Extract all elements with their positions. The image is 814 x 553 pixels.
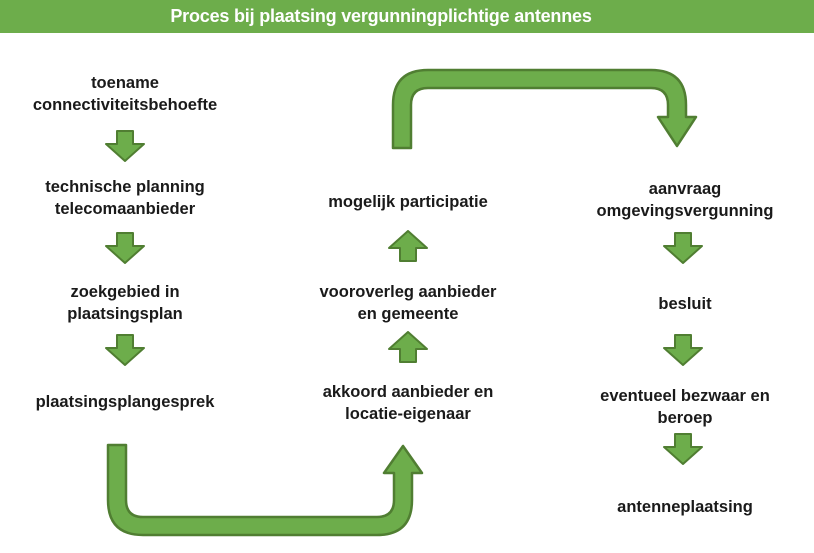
- step-text-line: locatie-eigenaar: [345, 405, 471, 423]
- step-text-line: zoekgebied in: [70, 283, 180, 301]
- arrow-down-icon: [105, 232, 145, 264]
- elbow-arrow-top-icon: [391, 68, 698, 150]
- arrow-down-icon: [663, 232, 703, 264]
- step-text-line: en gemeente: [357, 305, 459, 323]
- step-technische-planning: technische planning telecomaanbieder: [15, 176, 235, 220]
- arrow-down-icon: [105, 334, 145, 366]
- step-eventueel-bezwaar-beroep: eventueel bezwaar en beroep: [575, 385, 795, 429]
- elbow-arrow-bottom-icon: [106, 443, 424, 537]
- step-text-line: aanvraag: [648, 180, 722, 198]
- arrow-down-icon: [663, 334, 703, 366]
- step-aanvraag-omgevingsvergunning: aanvraag omgevingsvergunning: [575, 178, 795, 222]
- step-akkoord-aanbieder-locatie-eigenaar: akkoord aanbieder en locatie-eigenaar: [298, 381, 518, 425]
- step-text-line: toename: [91, 74, 159, 92]
- step-text-line: mogelijk participatie: [328, 193, 488, 211]
- arrow-down-icon: [663, 433, 703, 465]
- arrow-up-icon: [388, 331, 428, 363]
- step-text-line: telecomaanbieder: [54, 200, 196, 218]
- arrow-up-icon: [388, 230, 428, 262]
- step-text-line: besluit: [658, 295, 712, 313]
- step-text-line: akkoord aanbieder en: [322, 383, 494, 401]
- step-text-line: antenneplaatsing: [617, 498, 753, 516]
- page-title: Proces bij plaatsing vergunningplichtige…: [170, 6, 592, 26]
- step-mogelijk-participatie: mogelijk participatie: [298, 191, 518, 213]
- step-zoekgebied-plaatsingsplan: zoekgebied in plaatsingsplan: [15, 281, 235, 325]
- step-toename-connectiviteitsbehoefte: toename connectiviteitsbehoefte: [15, 72, 235, 116]
- step-text-line: omgevingsvergunning: [596, 202, 774, 220]
- step-besluit: besluit: [575, 293, 795, 315]
- step-text-line: plaatsingsplan: [67, 305, 183, 323]
- step-plaatsingsplangesprek: plaatsingsplangesprek: [15, 391, 235, 413]
- title-bar: Proces bij plaatsing vergunningplichtige…: [0, 0, 814, 33]
- step-text-line: technische planning: [45, 178, 205, 196]
- step-text-line: plaatsingsplangesprek: [35, 393, 215, 411]
- step-antenneplaatsing: antenneplaatsing: [575, 496, 795, 518]
- step-text-line: beroep: [657, 409, 713, 427]
- step-text-line: connectiviteitsbehoefte: [32, 96, 218, 114]
- step-vooroverleg-aanbieder-gemeente: vooroverleg aanbieder en gemeente: [298, 281, 518, 325]
- step-text-line: vooroverleg aanbieder: [319, 283, 497, 301]
- arrow-down-icon: [105, 130, 145, 162]
- step-text-line: eventueel bezwaar en: [600, 387, 770, 405]
